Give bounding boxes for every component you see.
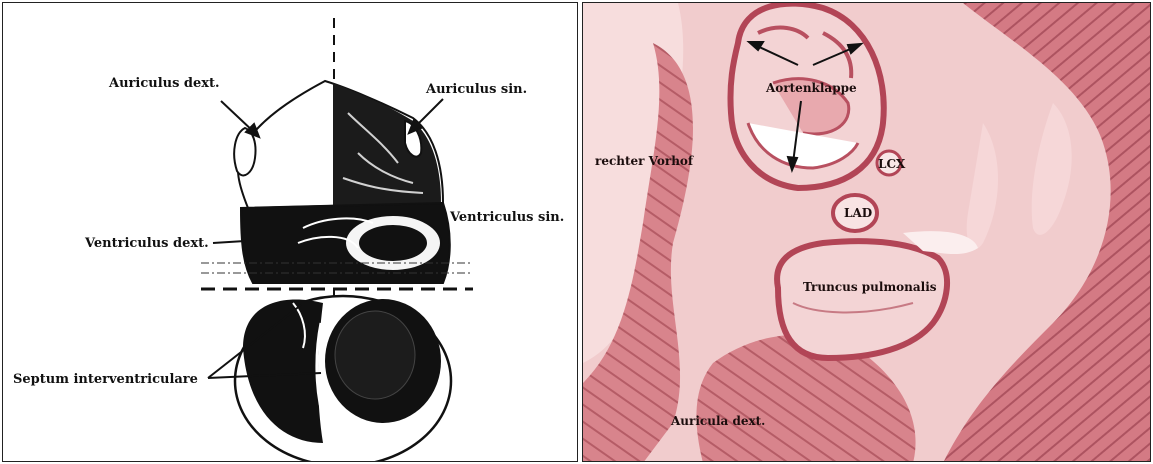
- label-truncus-pulmonalis: Truncus pulmonalis: [803, 281, 937, 293]
- histology-panel: Aortenklappe rechter Vorhof LCX LAD Trun…: [582, 2, 1151, 462]
- label-auriculus-dext: Auriculus dext.: [109, 77, 220, 90]
- atria-right-shading: [333, 83, 441, 206]
- label-aortenklappe: Aortenklappe: [766, 82, 857, 94]
- label-ventriculus-dext: Ventriculus dext.: [85, 237, 209, 250]
- label-lad: LAD: [844, 207, 872, 219]
- label-auriculus-sin: Auriculus sin.: [426, 83, 527, 96]
- label-rechter-vorhof: rechter Vorhof: [595, 155, 693, 167]
- histology-image: [583, 3, 1151, 462]
- label-septum-interventriculare: Septum interventriculare: [13, 373, 198, 386]
- schematic-heart-panel: Auriculus dext. Auriculus sin. Ventricul…: [2, 2, 578, 462]
- schematic-heart-drawing: [3, 3, 578, 462]
- label-lcx: LCX: [878, 158, 905, 170]
- label-auricula-dext: Auricula dext.: [671, 415, 765, 427]
- label-ventriculus-sin: Ventriculus sin.: [450, 211, 564, 224]
